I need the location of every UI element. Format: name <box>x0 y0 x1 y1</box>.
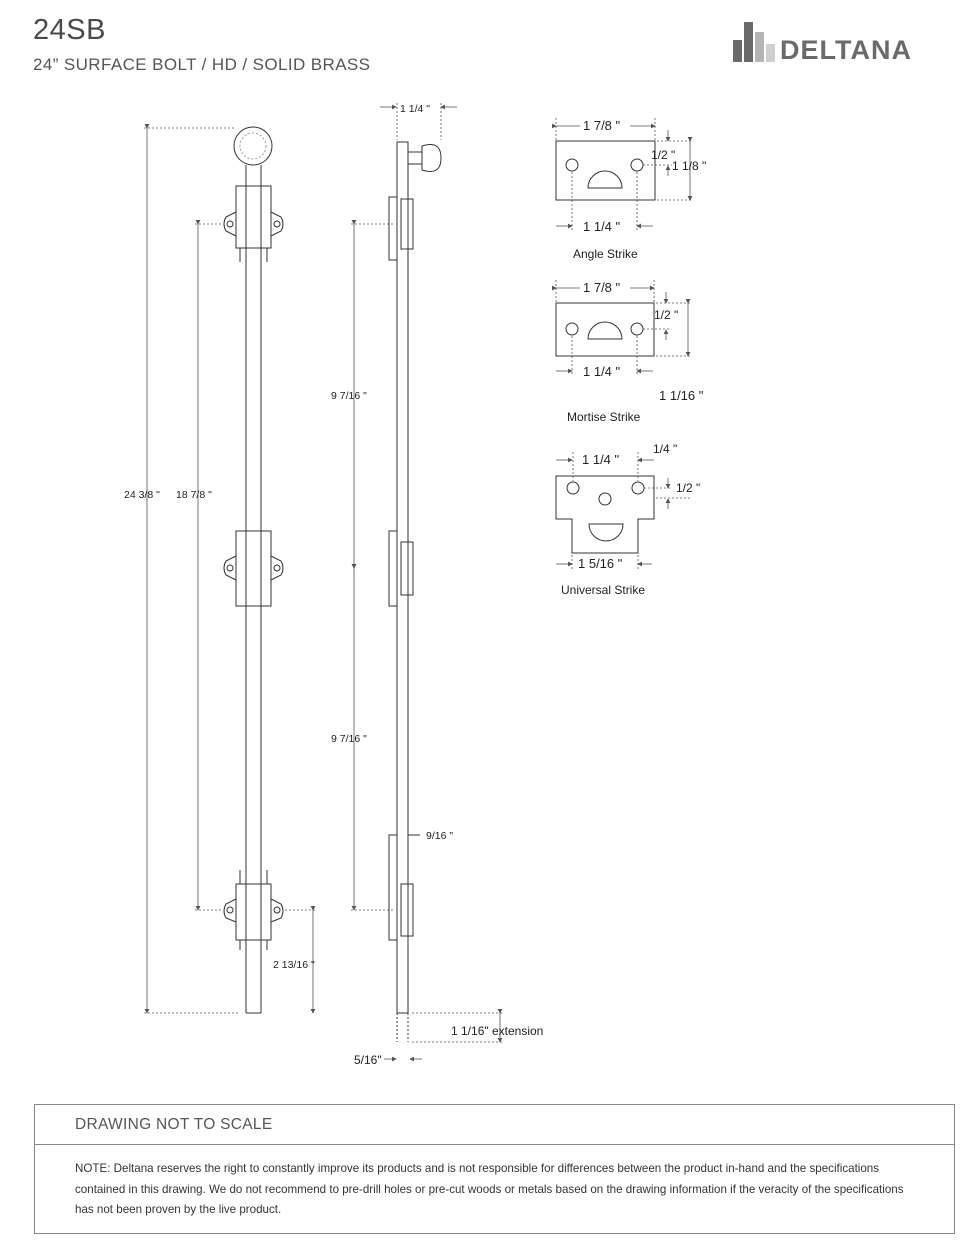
dim-top-offset: 1 1/4 " <box>400 103 430 115</box>
brand-logo: DELTANA <box>730 20 960 66</box>
product-description: 24” SURFACE BOLT / HD / SOLID BRASS <box>33 55 371 74</box>
disclaimer-box: DRAWING NOT TO SCALE NOTE: Deltana reser… <box>34 1104 955 1234</box>
guide-middle <box>235 530 272 607</box>
side-view <box>388 141 442 1042</box>
angle-strike <box>555 140 656 201</box>
deltana-logo-icon <box>733 22 775 62</box>
guide-bottom <box>235 883 272 941</box>
angle-strike-label: Angle Strike <box>573 247 638 261</box>
mortise-strike-label: Mortise Strike <box>567 410 641 424</box>
mortise-strike <box>555 302 655 357</box>
angle-strike-width: 1 7/8 " <box>583 118 621 133</box>
bolt-knob <box>233 126 273 166</box>
logo-wordmark: DELTANA <box>780 35 912 65</box>
side-rod <box>396 141 409 1014</box>
front-view <box>223 126 284 1014</box>
side-knob <box>421 144 442 172</box>
universal-strike-offset: 1/2 " <box>676 481 700 495</box>
guide-top <box>235 185 272 249</box>
mortise-strike-offset: 1/2 " <box>654 308 678 322</box>
scale-notice: DRAWING NOT TO SCALE <box>35 1105 954 1145</box>
angle-strike-offset: 1/2 " <box>651 148 675 162</box>
universal-strike-label: Universal Strike <box>561 583 645 597</box>
dim-bottom-offset: 2 13/16 " <box>273 959 315 971</box>
mortise-strike-height: 1 1/16 " <box>659 388 704 403</box>
product-code: 24SB <box>33 14 106 46</box>
dim-lower-spacing: 9 7/16 " <box>331 733 367 745</box>
dim-upper-spacing: 9 7/16 " <box>331 390 367 402</box>
mortise-strike-hole-spacing: 1 1/4 " <box>583 364 621 379</box>
technical-drawing: 24 3/8 " 18 7/8 " 2 13/16 " <box>124 103 706 1067</box>
universal-strike-hole-spacing: 1 1/4 " <box>582 452 620 467</box>
dim-plate-width: 9/16 " <box>426 830 453 842</box>
dim-rod-diameter: 5/16" <box>354 1053 382 1067</box>
angle-strike-hole-spacing: 1 1/4 " <box>583 219 621 234</box>
mortise-strike-width: 1 7/8 " <box>583 280 621 295</box>
universal-strike <box>555 475 655 554</box>
disclaimer-note: NOTE: Deltana reserves the right to cons… <box>75 1162 904 1216</box>
universal-strike-tab: 1/4 " <box>653 442 677 456</box>
angle-strike-height: 1 1/8 " <box>672 159 706 173</box>
dim-overall-length: 24 3/8 " <box>124 489 160 501</box>
universal-strike-width: 1 5/16 " <box>578 556 623 571</box>
dim-extension: 1 1/16" extension <box>451 1024 543 1038</box>
dim-mount-span: 18 7/8 " <box>176 489 212 501</box>
